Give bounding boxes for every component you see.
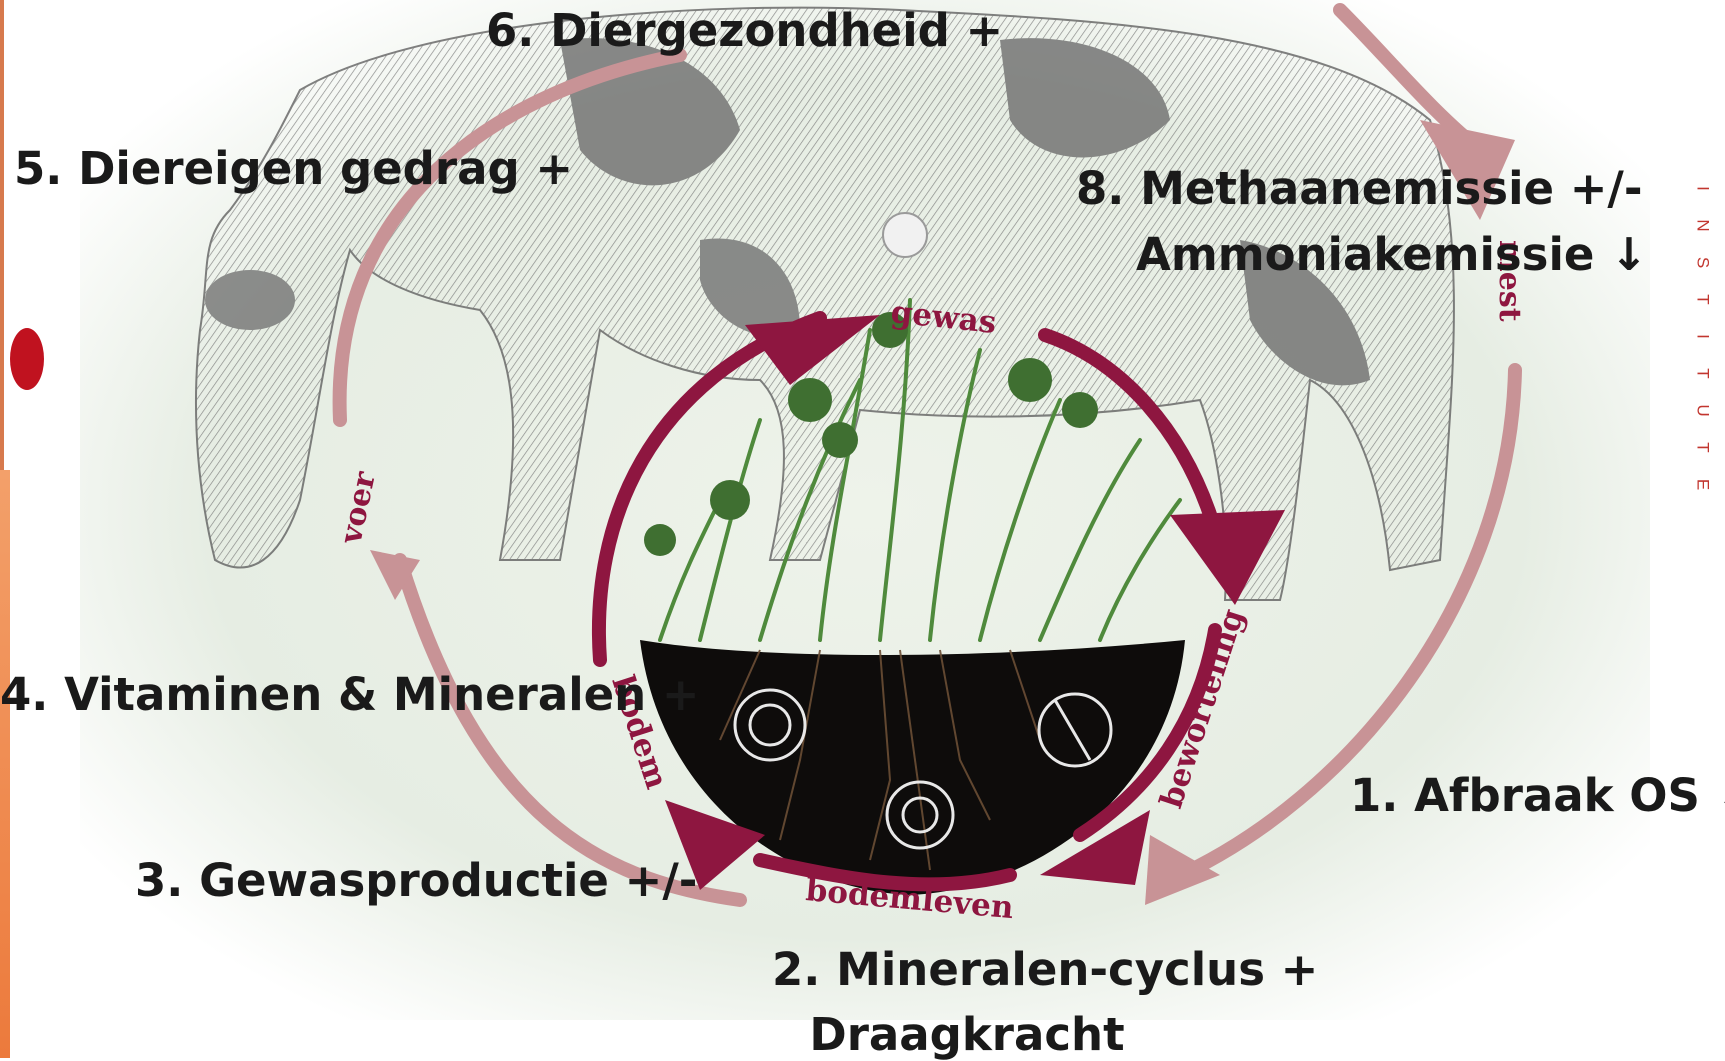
side-letter: I xyxy=(1685,322,1722,352)
label-methaanemissie: 8. Methaanemissie +/- xyxy=(1076,166,1643,211)
side-letter: S xyxy=(1685,248,1722,278)
label-ammoniakemissie: Ammoniakemissie ↓ xyxy=(1136,232,1648,277)
side-letter: T xyxy=(1685,433,1722,463)
label-mineralen-cyclus: 2. Mineralen-cyclus + xyxy=(772,947,1242,992)
label-vitaminen-mineralen: 4. Vitaminen & Mineralen + xyxy=(0,672,700,717)
label-afbraak-os: 1. Afbraak OS ↓ xyxy=(1350,773,1725,818)
side-letter: T xyxy=(1685,285,1722,315)
label-draagkracht: Draagkracht xyxy=(772,1012,1162,1057)
label-gewasproductie: 3. Gewasproductie +/- xyxy=(135,858,697,903)
red-dot-marker xyxy=(10,328,44,390)
side-letter: E xyxy=(1685,470,1722,500)
label-diergezondheid: 6. Diergezondheid + xyxy=(486,8,1003,53)
left-edge-bar xyxy=(0,470,10,1058)
side-letter: T xyxy=(1685,359,1722,389)
label-diereigen-gedrag: 5. Diereigen gedrag + xyxy=(14,146,573,191)
dandelion-seedhead xyxy=(883,213,927,257)
side-letter: N xyxy=(1685,211,1722,241)
left-edge-line xyxy=(0,0,4,470)
side-letter: I xyxy=(1685,174,1722,204)
side-letter: U xyxy=(1685,396,1722,426)
